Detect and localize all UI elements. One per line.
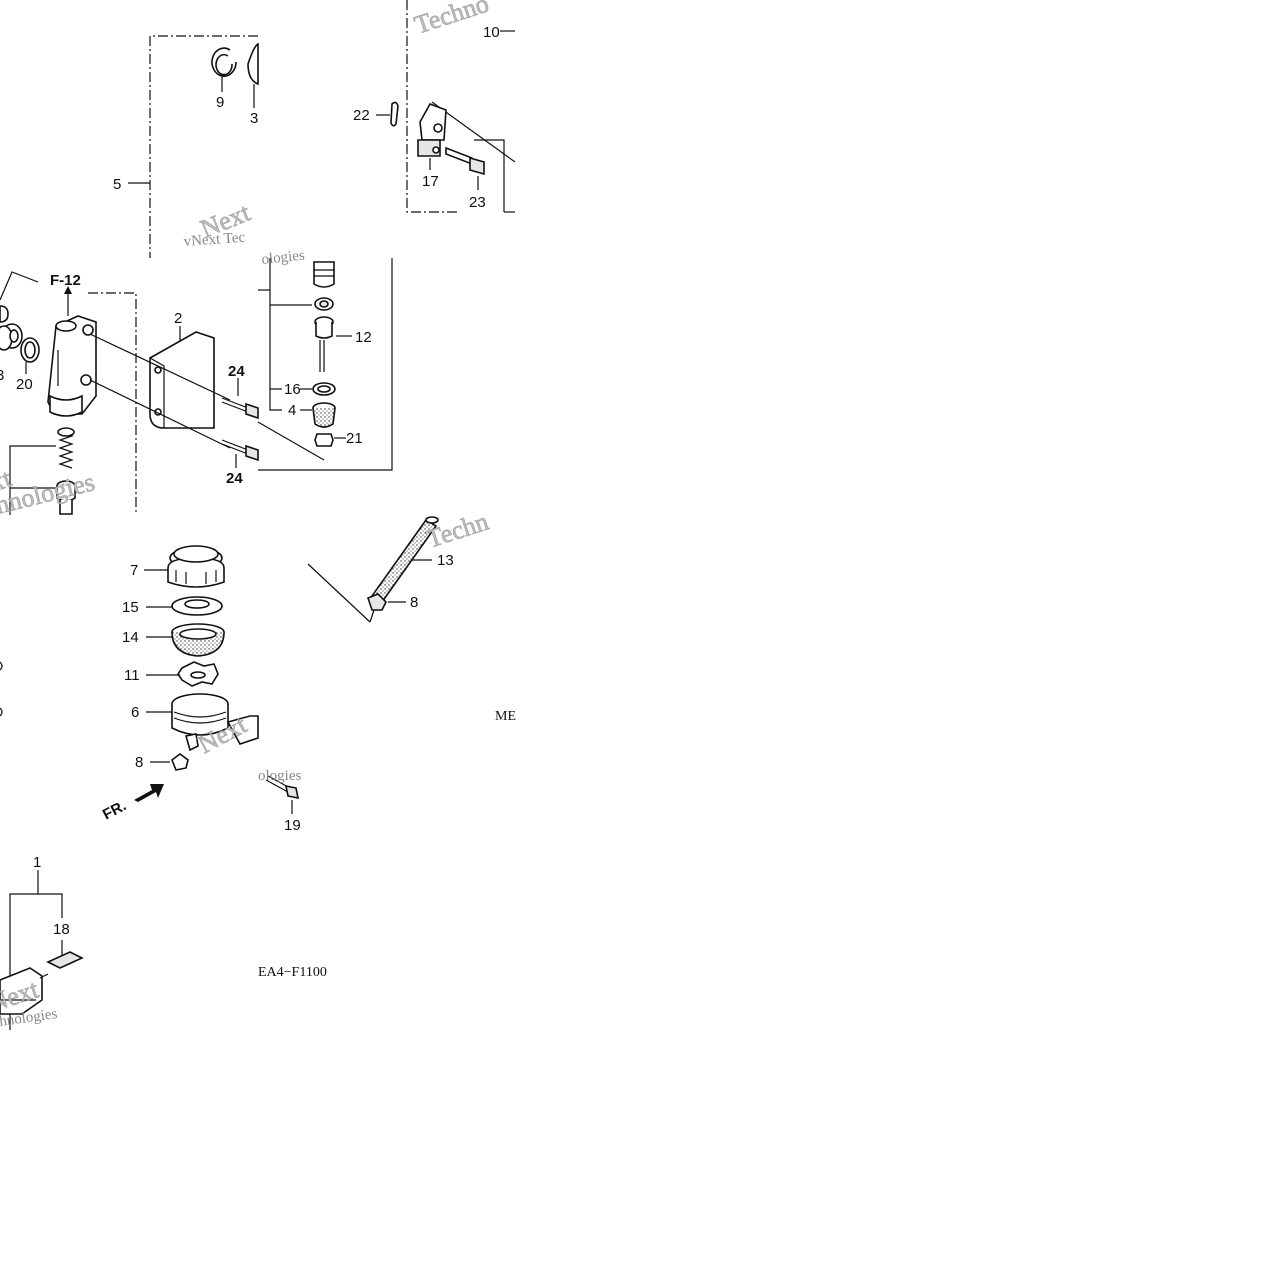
clevis-pin-23	[445, 146, 485, 190]
label-7: 7	[130, 562, 138, 579]
watermark: hnologies	[0, 467, 98, 520]
union-3	[0, 323, 23, 351]
tile-lower-left: 7 15 14 11 6	[0, 545, 301, 834]
diagram-code-prefix: ME	[495, 709, 516, 724]
hose-clip-8a	[150, 753, 189, 771]
dust-cover-2	[149, 326, 215, 429]
label-22: 22	[353, 107, 370, 124]
push-rod-12	[314, 316, 352, 372]
tile-top-left: 9 3 5 Next vNext Tec	[113, 35, 259, 258]
nut-21	[314, 433, 346, 447]
label-9: 9	[216, 94, 224, 111]
part-3-partial	[247, 42, 259, 108]
label-6: 6	[131, 704, 139, 721]
circlip-16	[300, 382, 336, 396]
label-fr: FR.	[100, 797, 129, 823]
label-1: 1	[33, 854, 41, 871]
label-17: 17	[422, 173, 439, 190]
label-11: 11	[124, 667, 140, 684]
diaphragm-14	[171, 623, 225, 657]
tile-middle-right: ologies 12 16 4	[257, 248, 393, 471]
label-24-upper: 24	[228, 363, 245, 380]
bolt-24-upper	[221, 378, 259, 420]
watermark: Techno	[411, 0, 492, 40]
reference-f12: F-12	[50, 272, 81, 289]
watermark: Techn	[423, 507, 492, 554]
reservoir-6	[171, 693, 259, 752]
tile-lower-right: 13 8 Techn ME	[307, 506, 516, 724]
watermark: vNext Tec	[183, 230, 246, 250]
label-19: 19	[284, 817, 301, 834]
label-24-lower: 24	[226, 470, 243, 487]
label-15: 15	[122, 599, 139, 616]
label-plate-18	[46, 940, 84, 969]
washer-20	[20, 337, 40, 374]
label-5: 5	[113, 176, 121, 193]
label-14: 14	[122, 629, 139, 646]
label-21: 21	[346, 430, 363, 447]
label-10: 10	[483, 24, 500, 41]
circlip-9	[211, 47, 237, 92]
master-cylinder-1	[0, 967, 49, 1015]
label-3: 3	[250, 110, 258, 127]
tile-bottom-left: 1 18 EA4−F1100 Next hnologies	[0, 854, 327, 1030]
hose-clip-8b	[367, 593, 406, 611]
label-8b: 8	[410, 594, 418, 611]
front-arrow: FR.	[100, 784, 164, 824]
reservoir-cap-7	[167, 545, 225, 588]
clevis-17	[417, 103, 447, 170]
piston-cup	[56, 480, 76, 515]
tile-middle-left: F-12 3 20	[0, 271, 259, 520]
label-3b: 3	[0, 367, 4, 384]
spring	[57, 427, 75, 469]
coupling-partial	[313, 261, 335, 311]
bolt-19	[265, 775, 300, 814]
label-20: 20	[16, 376, 33, 393]
diagram-code: EA4−F1100	[258, 965, 327, 980]
label-4: 4	[288, 402, 296, 419]
label-16: 16	[284, 381, 301, 398]
float-11	[177, 661, 219, 687]
boot-4	[300, 402, 336, 428]
cotter-pin-22	[376, 101, 399, 127]
label-12: 12	[355, 329, 372, 346]
label-8a: 8	[135, 754, 143, 771]
label-13: 13	[437, 552, 454, 569]
label-18: 18	[53, 921, 70, 938]
tile-top-right: 10 Techno 22 17 23	[353, 0, 516, 213]
watermark: ologies	[261, 248, 306, 268]
plate-15	[171, 596, 223, 616]
label-23: 23	[469, 194, 486, 211]
label-2: 2	[174, 310, 182, 327]
master-cylinder-body	[47, 315, 97, 417]
watermark: ologies	[258, 768, 301, 784]
bolt-24-lower	[221, 439, 259, 468]
